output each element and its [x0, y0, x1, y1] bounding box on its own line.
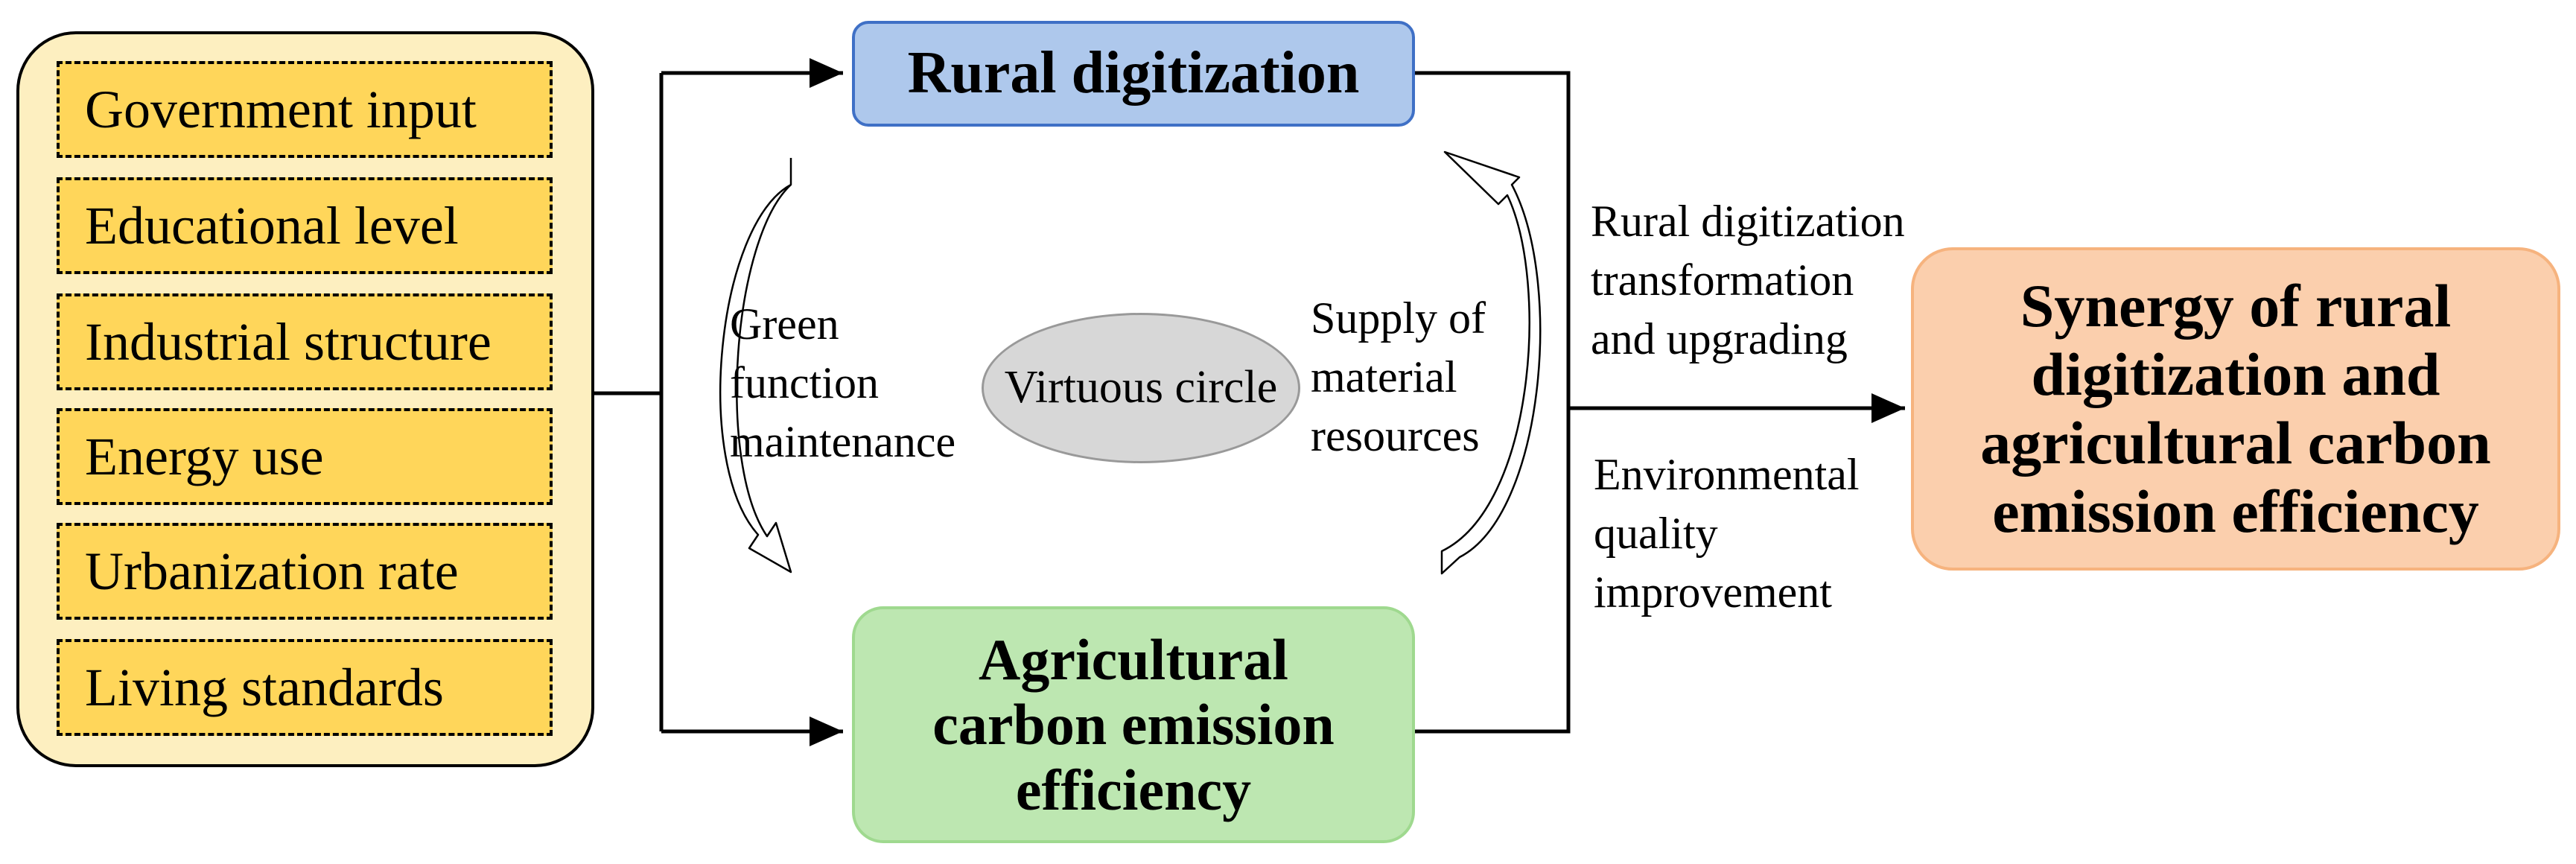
- synergy-node: Synergy of rural digitization and agricu…: [1911, 247, 2560, 571]
- curved-arrow-icon: [1440, 150, 1542, 575]
- curved-arrow-icon: [719, 158, 792, 574]
- factor-industrial-structure: Industrial structure: [57, 293, 553, 390]
- factor-educational-level: Educational level: [57, 177, 553, 274]
- factor-urbanization-rate: Urbanization rate: [57, 523, 553, 620]
- environmental-label: Environmental quality improvement: [1594, 450, 1860, 617]
- rural-digitization-node: Rural digitization: [852, 21, 1415, 127]
- green-function-label: Green function maintenance: [730, 299, 956, 467]
- agri-carbon-efficiency-node: Agricultural carbon emission efficiency: [852, 606, 1415, 843]
- factor-living-standards: Living standards: [57, 639, 553, 736]
- transformation-label: Rural digitization transformation and up…: [1591, 197, 1905, 364]
- factor-energy-use: Energy use: [57, 408, 553, 505]
- virtuous-circle-ellipse: Virtuous circle: [982, 313, 1300, 463]
- rural-to-merge-line: [1415, 71, 1571, 734]
- virtuous-circle-label: Virtuous circle: [1004, 362, 1278, 413]
- factor-government-input: Government input: [57, 61, 553, 158]
- supply-resources-label: Supply of material resources: [1311, 293, 1486, 461]
